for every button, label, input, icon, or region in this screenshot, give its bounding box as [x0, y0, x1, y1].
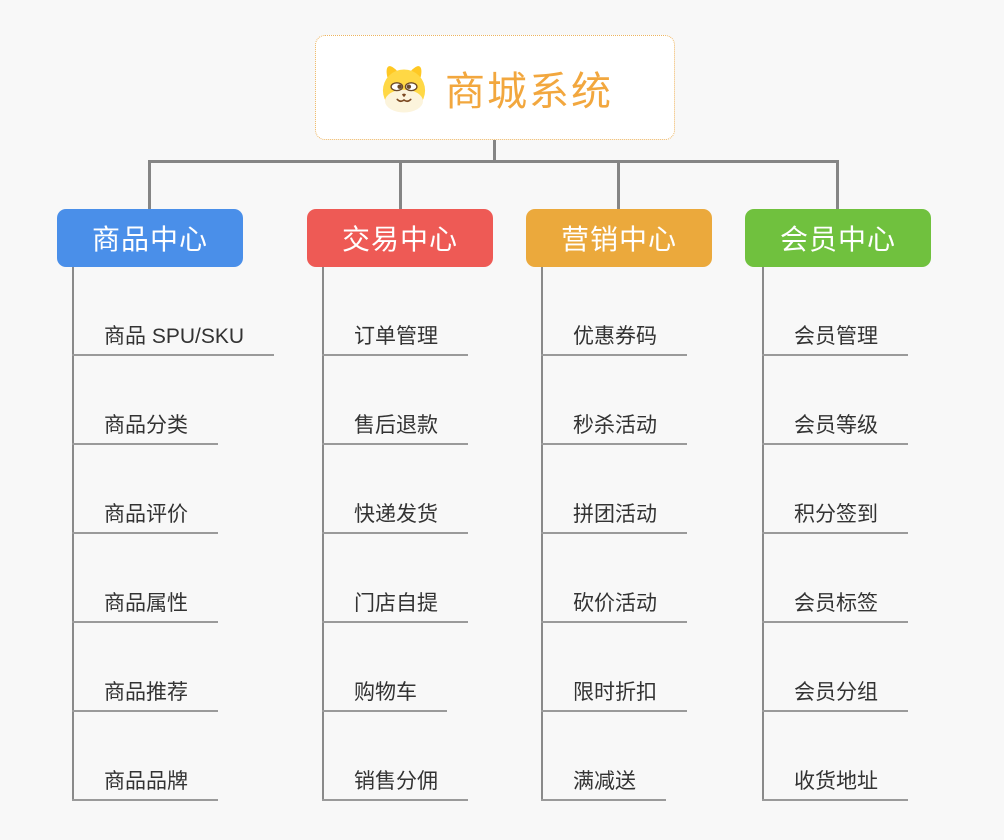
- leaf-member-group[interactable]: 会员分组: [762, 681, 908, 712]
- leaf-row: 商品推荐: [72, 623, 274, 712]
- leaf-row: 砍价活动: [541, 534, 687, 623]
- leaf-product-attribute[interactable]: 商品属性: [72, 592, 218, 623]
- leaf-row: 售后退款: [322, 356, 468, 445]
- leaf-member-level[interactable]: 会员等级: [762, 414, 908, 445]
- leaf-order-management[interactable]: 订单管理: [322, 325, 468, 356]
- connector-drop-trade-center: [399, 161, 402, 209]
- leaf-sales-commission[interactable]: 销售分佣: [322, 770, 468, 801]
- connector-root-stem: [493, 140, 496, 161]
- leaf-row: 商品属性: [72, 534, 274, 623]
- leaf-row: 限时折扣: [541, 623, 687, 712]
- dog-face-icon: [377, 61, 431, 115]
- leaf-row: 订单管理: [322, 267, 468, 356]
- branch-children-member-center: 会员管理 会员等级 积分签到 会员标签 会员分组 收货地址: [762, 267, 908, 801]
- leaf-row: 会员等级: [762, 356, 908, 445]
- connector-drop-member-center: [836, 161, 839, 209]
- leaf-row: 商品 SPU/SKU: [72, 267, 275, 356]
- leaf-row: 购物车: [322, 623, 468, 712]
- leaf-time-limited-discount[interactable]: 限时折扣: [541, 681, 687, 712]
- leaf-shopping-cart[interactable]: 购物车: [322, 681, 447, 712]
- leaf-member-tag[interactable]: 会员标签: [762, 592, 908, 623]
- root-title: 商城系统: [445, 69, 613, 114]
- branch-children-marketing-center: 优惠券码 秒杀活动 拼团活动 砍价活动 限时折扣 满减送: [541, 267, 687, 801]
- leaf-member-management[interactable]: 会员管理: [762, 325, 908, 356]
- branch-node-product-center[interactable]: 商品中心: [57, 209, 243, 267]
- branch-node-member-center[interactable]: 会员中心: [745, 209, 931, 267]
- leaf-product-category[interactable]: 商品分类: [72, 414, 218, 445]
- leaf-coupon-code[interactable]: 优惠券码: [541, 325, 687, 356]
- leaf-flash-sale[interactable]: 秒杀活动: [541, 414, 687, 445]
- leaf-full-reduction-promo[interactable]: 满减送: [541, 770, 666, 801]
- connector-drop-product-center: [148, 161, 151, 209]
- leaf-row: 会员分组: [762, 623, 908, 712]
- leaf-row: 销售分佣: [322, 712, 468, 801]
- leaf-row: 秒杀活动: [541, 356, 687, 445]
- leaf-product-review[interactable]: 商品评价: [72, 503, 218, 534]
- branch-children-trade-center: 订单管理 售后退款 快递发货 门店自提 购物车 销售分佣: [322, 267, 468, 801]
- connector-drop-marketing-center: [617, 161, 620, 209]
- leaf-product-spu-sku[interactable]: 商品 SPU/SKU: [72, 325, 275, 356]
- leaf-row: 门店自提: [322, 534, 468, 623]
- leaf-row: 收货地址: [762, 712, 908, 801]
- leaf-row: 商品分类: [72, 356, 274, 445]
- branch-node-trade-center[interactable]: 交易中心: [307, 209, 493, 267]
- root-node[interactable]: 商城系统: [315, 35, 675, 140]
- leaf-row: 商品评价: [72, 445, 274, 534]
- leaf-row: 会员管理: [762, 267, 908, 356]
- leaf-points-checkin[interactable]: 积分签到: [762, 503, 908, 534]
- leaf-after-sales-refund[interactable]: 售后退款: [322, 414, 468, 445]
- leaf-row: 会员标签: [762, 534, 908, 623]
- connector-horizontal: [148, 160, 839, 163]
- leaf-product-brand[interactable]: 商品品牌: [72, 770, 218, 801]
- branch-children-product-center: 商品 SPU/SKU 商品分类 商品评价 商品属性 商品推荐 商品品牌: [72, 267, 275, 801]
- leaf-row: 积分签到: [762, 445, 908, 534]
- leaf-shipping-address[interactable]: 收货地址: [762, 770, 908, 801]
- leaf-row: 优惠券码: [541, 267, 687, 356]
- leaf-row: 拼团活动: [541, 445, 687, 534]
- branch-node-marketing-center[interactable]: 营销中心: [526, 209, 712, 267]
- leaf-express-delivery[interactable]: 快递发货: [322, 503, 468, 534]
- leaf-product-recommend[interactable]: 商品推荐: [72, 681, 218, 712]
- leaf-row: 快递发货: [322, 445, 468, 534]
- leaf-store-pickup[interactable]: 门店自提: [322, 592, 468, 623]
- leaf-bargain-activity[interactable]: 砍价活动: [541, 592, 687, 623]
- leaf-row: 商品品牌: [72, 712, 274, 801]
- leaf-group-buy[interactable]: 拼团活动: [541, 503, 687, 534]
- leaf-row: 满减送: [541, 712, 687, 801]
